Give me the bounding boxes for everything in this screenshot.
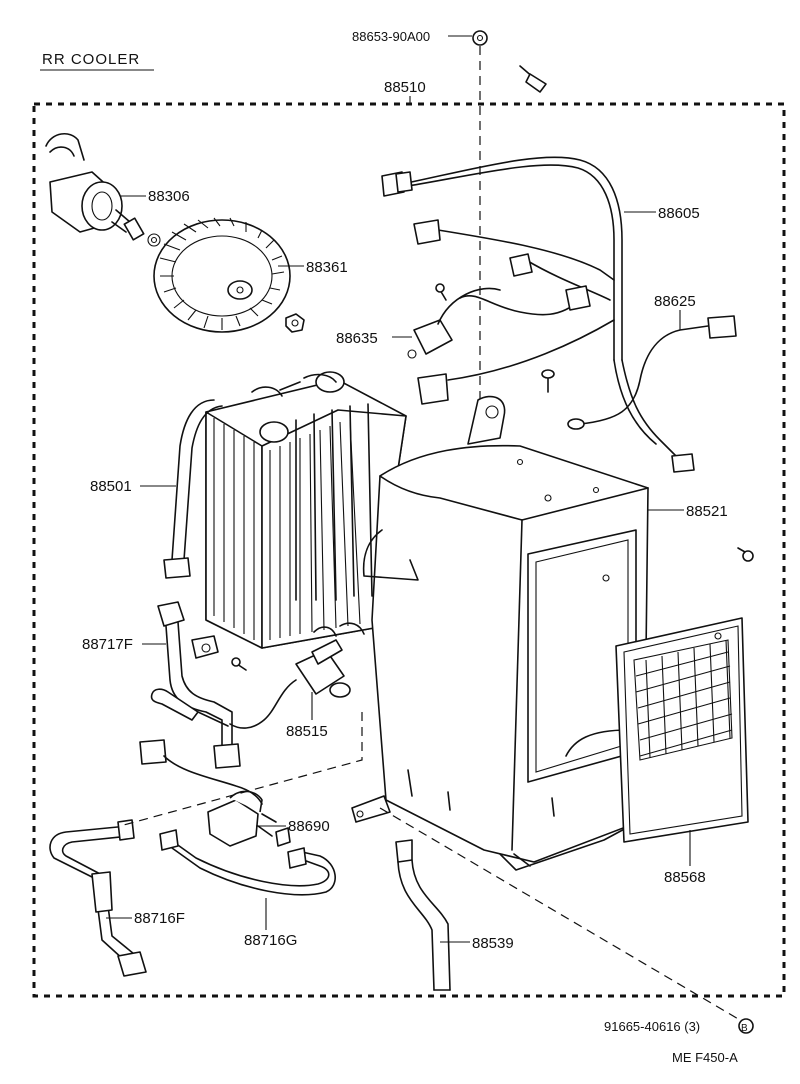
clamp-screw-icon	[231, 657, 247, 671]
blower-fan	[153, 217, 291, 333]
cooler-case	[351, 395, 649, 871]
ref-line-left	[119, 712, 363, 827]
ref-marker-b-label: B	[741, 1023, 748, 1034]
label-88510: 88510	[384, 79, 426, 96]
label-88690: 88690	[288, 818, 330, 835]
label-88653-90a00: 88653-90A00	[352, 29, 430, 44]
diagram-footer-code: ME F450-A	[672, 1050, 738, 1065]
outlet-pipe-88717f	[157, 601, 241, 769]
blower-motor	[45, 133, 161, 247]
evaporator-inlet-pipe	[163, 399, 223, 579]
expansion-valve	[150, 639, 351, 729]
label-88521: 88521	[686, 503, 728, 520]
grille-cover	[615, 617, 749, 843]
label-88716f: 88716F	[134, 910, 185, 927]
top-nut-icon	[472, 30, 488, 46]
label-88568: 88568	[664, 869, 706, 886]
label-88635: 88635	[336, 330, 378, 347]
harness-screw-icon	[435, 283, 447, 301]
assembly-frame	[32, 102, 786, 998]
label-88515: 88515	[286, 723, 328, 740]
label-88306: 88306	[148, 188, 190, 205]
label-88361: 88361	[306, 259, 348, 276]
drain-hose	[395, 839, 451, 991]
label-88605: 88605	[658, 205, 700, 222]
pipe-clamp-icon	[191, 635, 219, 659]
label-91665-40616: 91665-40616 (3)	[604, 1019, 700, 1034]
wire-harness	[381, 156, 695, 473]
fan-nut-icon	[285, 313, 305, 333]
thermistor-wire	[567, 315, 737, 430]
center-screw-icon	[541, 369, 555, 393]
grille-screw-icon	[737, 547, 754, 562]
pipe-88716f	[49, 819, 147, 977]
pipe-88716g	[159, 829, 336, 896]
ref-marker-b-icon	[738, 1018, 754, 1034]
top-screw-icon	[519, 65, 547, 93]
ref-line-bottom	[379, 807, 741, 1021]
magnetic-valve	[139, 739, 291, 847]
label-88539: 88539	[472, 935, 514, 952]
label-88501: 88501	[90, 478, 132, 495]
blower-resistor	[407, 287, 501, 359]
diagram-title: RR COOLER	[42, 51, 140, 68]
label-88716g: 88716G	[244, 932, 297, 949]
label-88717f: 88717F	[82, 636, 133, 653]
label-88625: 88625	[654, 293, 696, 310]
evaporator	[205, 371, 407, 649]
